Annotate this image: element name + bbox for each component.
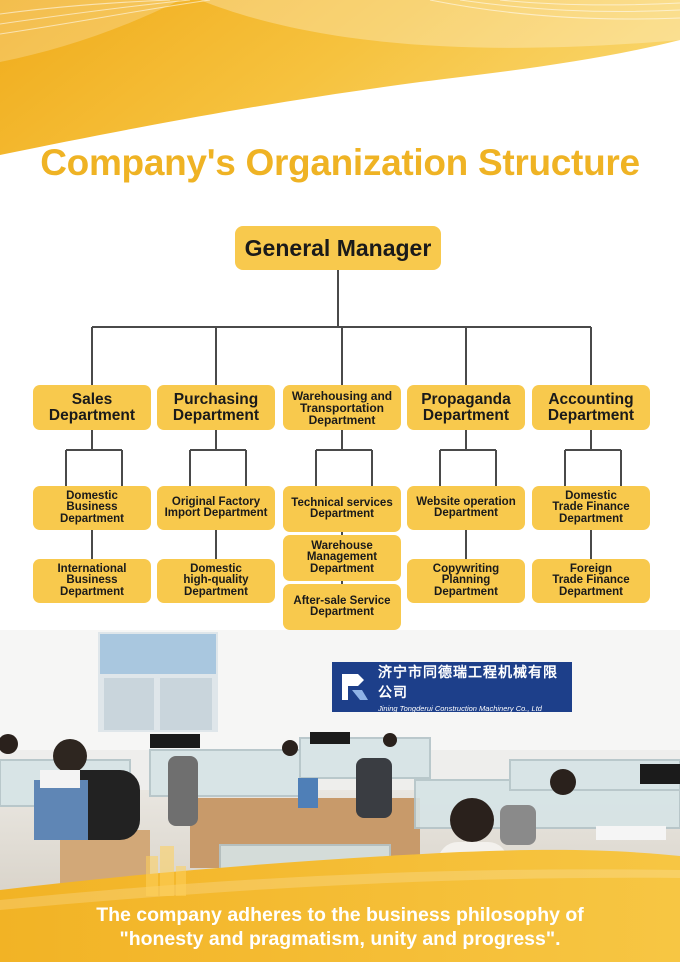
sub-department-box: Copywriting Planning Department [407, 559, 525, 603]
department-box: Purchasing Department [157, 385, 275, 430]
sub-department-box: Domestic high-quality Department [157, 559, 275, 603]
sub-department-box: Domestic Trade Finance Department [532, 486, 650, 530]
department-box: Accounting Department [532, 385, 650, 430]
company-name-english: Jining Tongderui Construction Machinery … [378, 703, 542, 713]
sub-department-box: After-sale Service Department [283, 584, 401, 630]
sub-department-box: Foreign Trade Finance Department [532, 559, 650, 603]
philosophy-line-2: "honesty and pragmatism, unity and progr… [119, 928, 561, 950]
philosophy-text: The company adheres to the business phil… [0, 903, 680, 951]
company-sign: 济宁市同德瑞工程机械有限公司 Jining Tongderui Construc… [332, 662, 572, 713]
company-name-chinese: 济宁市同德瑞工程机械有限公司 [378, 664, 558, 701]
sub-department-box: International Business Department [33, 559, 151, 603]
sub-department-box: Original Factory Import Department [157, 486, 275, 530]
general-manager-box: General Manager [235, 226, 441, 270]
department-box: Warehousing and Transportation Departmen… [283, 385, 401, 430]
company-logo-icon [338, 668, 372, 706]
sub-department-box: Technical services Department [283, 486, 401, 532]
sub-department-box: Domestic Business Department [33, 486, 151, 530]
page-title: Company's Organization Structure [40, 142, 640, 183]
department-box: Propaganda Department [407, 385, 525, 430]
department-box: Sales Department [33, 385, 151, 430]
sub-department-box: Warehouse Management Department [283, 535, 401, 581]
philosophy-line-1: The company adheres to the business phil… [96, 904, 584, 926]
sub-department-box: Website operation Department [407, 486, 525, 530]
